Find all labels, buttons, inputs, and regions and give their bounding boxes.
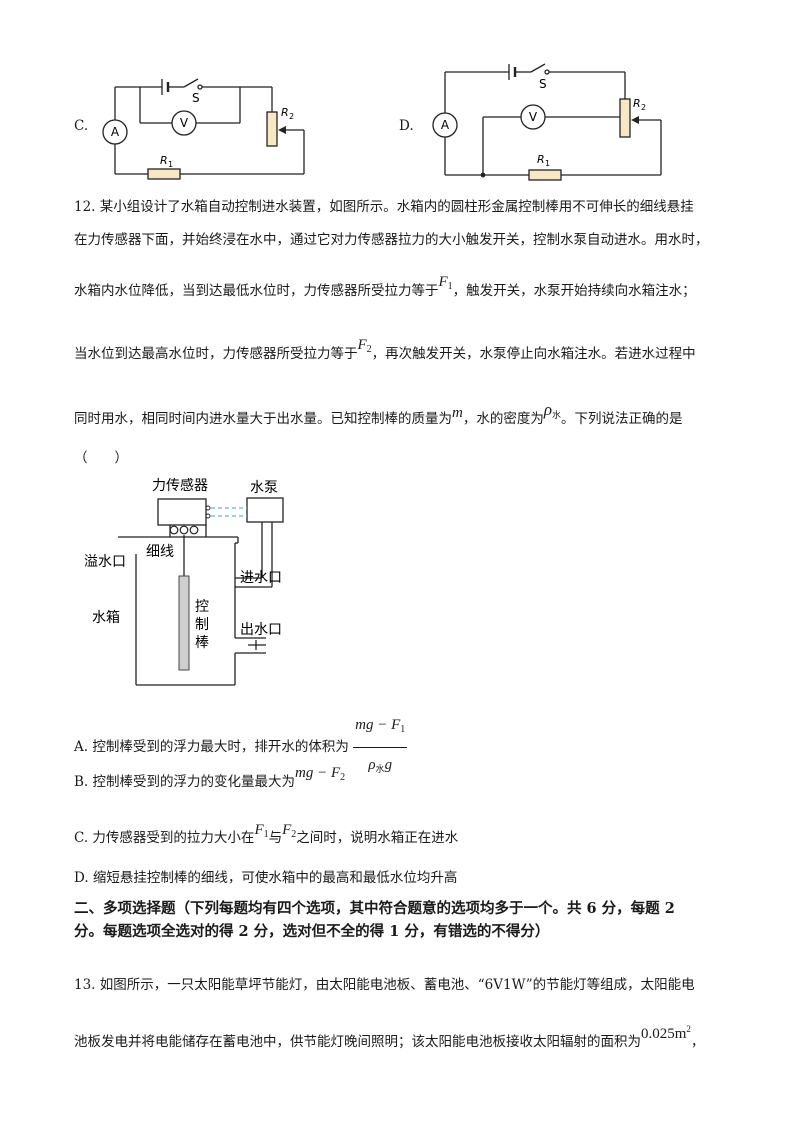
option-c: C. 力传感器受到的拉力大小在F1与F2之间时，说明水箱正在进水 [74, 822, 459, 846]
section2-heading-line2: 分。每题选项全选对的得 2 分，选对但不全的得 1 分，有错选的不得分） [74, 923, 550, 940]
circuit-d-diagram: V A S R 1 R 2 [432, 63, 662, 181]
sensor-label: 力传感器 [152, 477, 208, 494]
switch-label: S [192, 91, 200, 105]
r1-label: R [537, 153, 545, 166]
q12-line4: 当水位到达最高水位时，力传感器所受拉力等于F2，再次触发开关，水泵停止向水箱注水… [74, 337, 696, 362]
tank-label: 水箱 [92, 610, 120, 626]
q12-bracket: （ ） [74, 450, 128, 466]
r1-sub: 1 [545, 159, 550, 168]
option-a: A. 控制棒受到的浮力最大时，排开水的体积为 mg − F1 ρ水g [74, 708, 408, 786]
q12-line2: 在力传感器下面，并始终浸在水中，通过它对力传感器拉力的大小触发开关，控制水泵自动… [74, 232, 709, 248]
outlet-label: 出水口 [240, 622, 282, 638]
r1-sub: 1 [168, 160, 173, 169]
circuit-c-diagram: V A S R 1 R 2 [102, 78, 305, 180]
q12-line1: 12. 某小组设计了水箱自动控制进水装置，如图所示。水箱内的圆柱形金属控制棒用不… [74, 199, 694, 215]
q12-line5: 同时用水，相同时间内进水量大于出水量。已知控制棒的质量为m，水的密度为ρ水。下列… [74, 400, 683, 427]
q13-line1: 13. 如图所示，一只太阳能草坪节能灯，由太阳能电池板、蓄电池、“6V1W”的节… [74, 977, 695, 993]
r2-sub: 2 [641, 103, 646, 112]
rod-label-1: 控 [195, 599, 209, 615]
overflow-label: 溢水口 [84, 554, 126, 570]
pump-label: 水泵 [250, 480, 278, 496]
r2-label: R [633, 97, 641, 110]
r2-label: R [281, 106, 289, 119]
r2-sub: 2 [289, 112, 294, 121]
ammeter-symbol: A [111, 125, 120, 139]
voltmeter-symbol: V [180, 116, 189, 130]
option-b: B. 控制棒受到的浮力的变化量最大为mg − F2 [74, 765, 346, 790]
inlet-label: 进水口 [240, 570, 282, 586]
option-c-label: C. [74, 118, 89, 134]
section2-heading-line1: 二、多项选择题（下列每题均有四个选项，其中符合题意的选项均多于一个。共 6 分，… [74, 900, 675, 917]
thread-label: 细线 [146, 544, 174, 560]
rod-label-3: 棒 [195, 635, 209, 651]
q13-line2: 池板发电并将电能储存在蓄电池中，供节能灯晚间照明；该太阳能电池板接收太阳辐射的面… [74, 1024, 705, 1050]
option-d: D. 缩短悬挂控制棒的细线，可使水箱中的最高和最低水位均升高 [74, 870, 458, 886]
water-tank-diagram: 力传感器 水泵 溢水口 细线 进水口 水箱 控 制 棒 出水口 [84, 477, 284, 686]
q12-line3: 水箱内水位降低，当到达最低水位时，力传感器所受拉力等于F1，触发开关，水泵开始持… [74, 274, 696, 299]
r1-label: R [160, 154, 168, 167]
voltmeter-symbol: V [529, 110, 538, 124]
switch-label: S [539, 77, 547, 91]
rod-label-2: 制 [195, 617, 209, 633]
ammeter-symbol: A [441, 118, 450, 132]
option-d-label: D. [399, 118, 414, 134]
